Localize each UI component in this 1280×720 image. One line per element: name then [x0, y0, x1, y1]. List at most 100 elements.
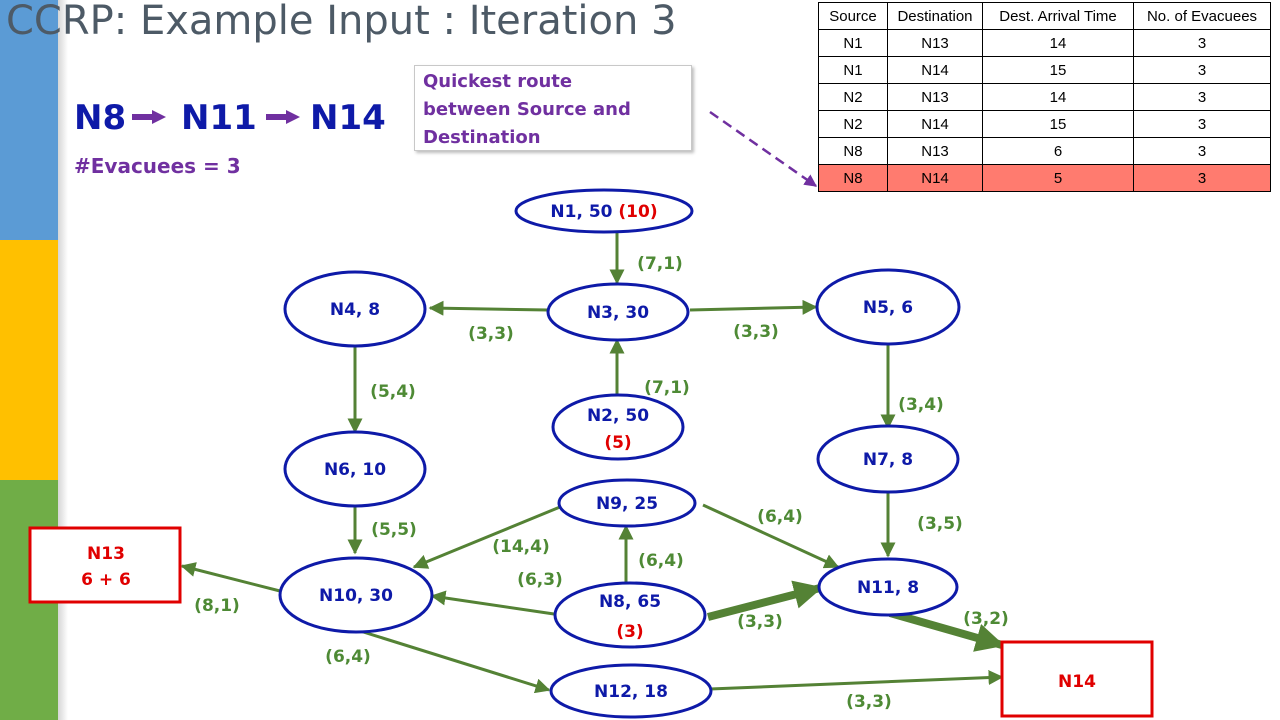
edge-n10-n12	[356, 628, 551, 694]
edge-label: (3,3)	[733, 322, 779, 342]
edge-n11-n14-route	[888, 609, 1005, 652]
edge-label: (3,4)	[898, 395, 944, 415]
table-cell: 3	[1133, 83, 1271, 111]
node-n11	[817, 557, 959, 617]
destination-evacuees: 6 + 6	[81, 570, 131, 590]
table-cell: 5	[982, 164, 1134, 192]
node-label: N11, 8	[857, 578, 919, 598]
edge-label: (3,3)	[468, 324, 514, 344]
edge-label: (7,1)	[644, 378, 690, 398]
edge-label: (3,3)	[737, 612, 783, 632]
node-label: N8, 65	[599, 592, 661, 612]
accent-band-blue	[0, 0, 58, 240]
edge-n3-n5	[689, 299, 818, 315]
edge-label: (5,5)	[371, 520, 417, 540]
column-header: No. of Evacuees	[1133, 2, 1271, 30]
node-label: N3, 30	[587, 303, 649, 323]
node-label: N7, 8	[863, 450, 913, 470]
table-row-highlighted: N8 N14 5 3	[818, 164, 1271, 192]
route-table: Source Destination Dest. Arrival Time No…	[818, 2, 1271, 192]
node-label: N9, 25	[596, 494, 658, 514]
table-cell: N14	[887, 164, 983, 192]
edge-n10-n13	[180, 562, 281, 593]
node-n7	[816, 424, 960, 494]
edge-label: (6,4)	[638, 551, 684, 571]
column-header: Source	[818, 2, 888, 30]
node-label: N4, 8	[330, 300, 380, 320]
evacuee-count: #Evacuees = 3	[74, 154, 241, 178]
edge-label: (3,2)	[963, 609, 1009, 629]
table-row: N1 N14 15 3	[818, 56, 1271, 84]
edge-label: (3,3)	[846, 692, 892, 712]
callout-pointer-arrow	[709, 110, 818, 188]
node-n12	[549, 663, 713, 719]
edge-n9-n11	[702, 503, 840, 569]
table-header-row: Source Destination Dest. Arrival Time No…	[818, 2, 1271, 30]
node-n9	[557, 478, 697, 528]
edge-label: (3,5)	[917, 514, 963, 534]
edge-n3-n4	[428, 300, 549, 316]
node-n10	[278, 556, 434, 634]
node-label: N10, 30	[319, 586, 393, 606]
table-cell: 15	[982, 56, 1134, 84]
node-n8	[553, 581, 707, 649]
column-header: Destination	[887, 2, 983, 30]
edge-label: (8,1)	[194, 596, 240, 616]
node-label: N6, 10	[324, 460, 386, 480]
edge-n9-n10	[412, 505, 561, 569]
edge-label: (7,1)	[637, 254, 683, 274]
route-node-source: N8	[74, 98, 127, 138]
slide-title: CCRP: Example Input : Iteration 3	[6, 0, 677, 44]
node-label-text: N1, 50	[550, 202, 618, 222]
edge-n12-n14	[709, 670, 1004, 691]
table-cell: 3	[1133, 164, 1271, 192]
node-label: N5, 6	[863, 298, 913, 318]
callout-line: Destination	[423, 127, 541, 148]
column-header: Dest. Arrival Time	[982, 2, 1134, 30]
node-n6	[283, 430, 427, 508]
callout-line: Quickest route	[423, 71, 573, 92]
table-row: N8 N13 6 3	[818, 137, 1271, 165]
node-label-count: (10)	[618, 202, 657, 222]
node-n4	[283, 270, 427, 348]
edge-label: (6,3)	[517, 570, 563, 590]
table-row: N2 N13 14 3	[818, 83, 1271, 111]
table-cell: N8	[818, 137, 888, 165]
node-label-count: (3)	[616, 622, 643, 642]
table-cell: N13	[887, 137, 983, 165]
destination-box-n13	[28, 526, 182, 604]
node-n2	[551, 393, 685, 461]
table-cell: N14	[887, 110, 983, 138]
node-n5	[815, 268, 961, 346]
node-n3	[546, 282, 690, 342]
node-label: N12, 18	[594, 682, 668, 702]
route-node-destination: N14	[310, 98, 386, 138]
destination-box-n14	[1000, 640, 1154, 718]
edge-label: (14,4)	[492, 537, 549, 557]
route-arrow-icon	[132, 110, 166, 124]
callout-line: between Source and	[423, 99, 631, 120]
table-row: N1 N13 14 3	[818, 29, 1271, 57]
table-cell: 14	[982, 83, 1134, 111]
node-label: N1, 50 (10)	[550, 202, 657, 222]
route-callout: Quickest route between Source and Destin…	[414, 65, 692, 151]
table-row: N2 N14 15 3	[818, 110, 1271, 138]
table-cell: 3	[1133, 56, 1271, 84]
edge-n8-n10	[430, 590, 555, 616]
node-label: N2, 50	[587, 406, 649, 426]
edge-label: (6,4)	[757, 507, 803, 527]
node-label-count: (5)	[604, 433, 631, 453]
destination-label: N13	[87, 544, 125, 564]
table-cell: N13	[887, 29, 983, 57]
destination-label: N14	[1058, 672, 1096, 692]
edge-label: (5,4)	[370, 382, 416, 402]
route-node-middle: N11	[181, 98, 257, 138]
node-n1	[514, 188, 694, 234]
edge-label: (6,4)	[325, 647, 371, 667]
accent-band-yellow	[0, 240, 58, 480]
edge-n8-n11-route	[706, 580, 823, 621]
accent-band-shadow	[58, 0, 68, 720]
table-cell: N8	[818, 164, 888, 192]
route-arrow-icon	[266, 110, 300, 124]
